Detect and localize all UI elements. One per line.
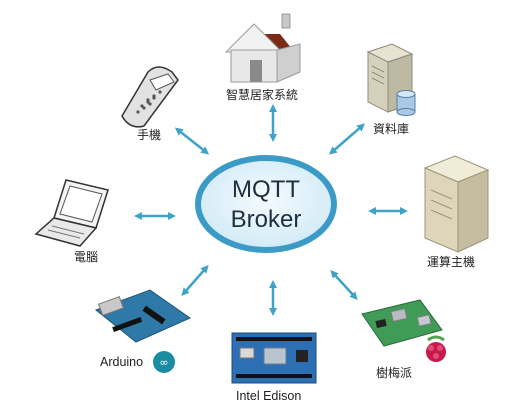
broker-title-line2: Broker — [230, 206, 302, 233]
server-label: 運算主機 — [427, 255, 476, 269]
arrow-arduino — [181, 264, 209, 297]
raspberry-pi-board-icon — [361, 299, 446, 362]
svg-text:∞: ∞ — [159, 356, 168, 369]
phone-label: 手機 — [137, 128, 162, 142]
broker-title-line1: MQTT — [232, 176, 300, 203]
house-icon — [224, 13, 301, 83]
smart-home-label: 智慧居家系統 — [226, 88, 299, 102]
arrow-phone — [174, 127, 210, 155]
database-label: 資料庫 — [373, 122, 410, 136]
broker-ellipse — [195, 155, 337, 253]
mobile-phone-icon — [121, 66, 179, 128]
server-tower-icon — [423, 155, 490, 253]
intel-edison-label: Intel Edison — [236, 389, 302, 403]
arrow-database — [328, 123, 366, 155]
raspberry-pi-label: 樹梅派 — [376, 366, 413, 380]
arrow-raspberry-pi — [330, 270, 358, 300]
arduino-label: Arduino — [100, 355, 144, 369]
laptop-label: 電腦 — [74, 250, 99, 264]
intel-edison-board-icon — [231, 332, 317, 384]
database-server-icon — [366, 43, 416, 116]
laptop-icon — [34, 179, 109, 247]
arduino-board-icon: ∞ — [94, 289, 192, 373]
